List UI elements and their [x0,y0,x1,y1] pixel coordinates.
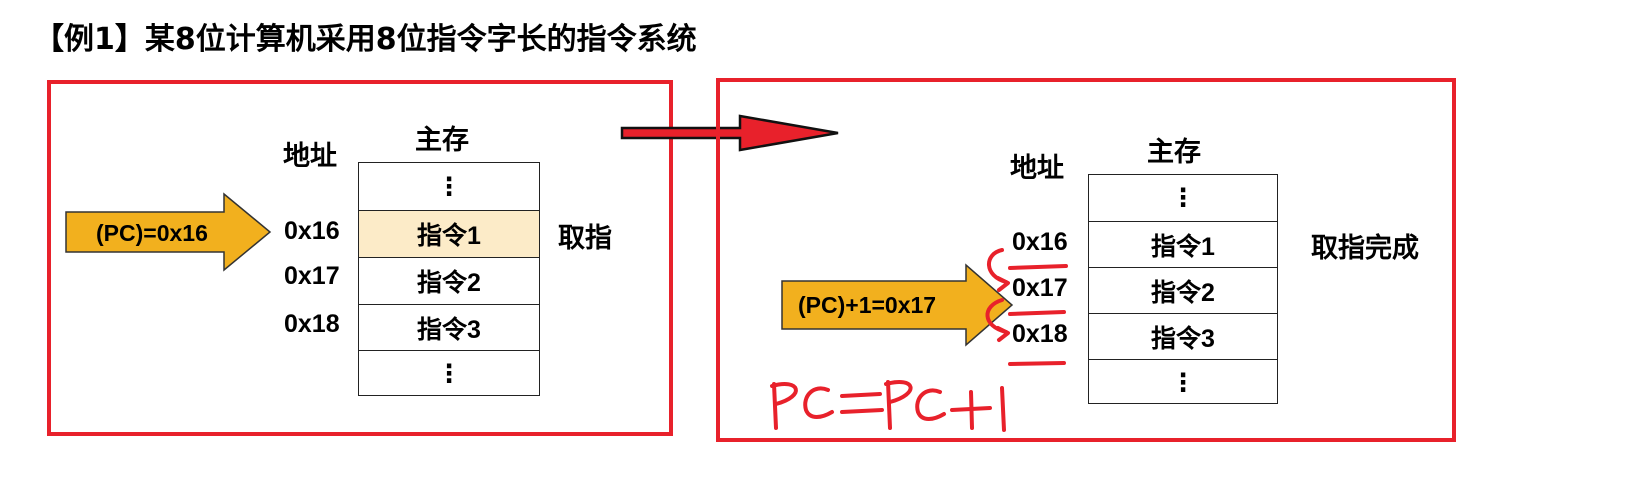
memory-cell: 指令2 [359,257,539,304]
right-fetch-done-label: 取指完成 [1311,233,1419,264]
left-pc-arrow-icon [65,192,272,272]
memory-cell-highlighted: 指令1 [359,210,539,257]
right-memory-table: ⋮ 指令1 指令2 指令3 ⋮ [1088,174,1278,404]
memory-cell: 指令3 [359,304,539,350]
right-address-0x16: 0x16 [1012,228,1068,256]
right-memory-header: 主存 [1147,137,1201,168]
right-address-0x17: 0x17 [1012,274,1068,302]
left-pc-label: (PC)=0x16 [96,220,208,246]
slide-title: 【例1】某8位计算机采用8位指令字长的指令系统 [34,22,697,57]
right-pc-arrow-icon [781,263,1014,347]
left-address-0x16: 0x16 [284,217,340,245]
left-memory-table: ⋮ 指令1 指令2 指令3 ⋮ [358,162,540,396]
left-address-0x18: 0x18 [284,310,340,338]
right-address-header: 地址 [1010,153,1064,184]
left-panel-frame [47,80,673,436]
memory-cell: 指令1 [1089,221,1277,267]
right-address-0x18: 0x18 [1012,320,1068,348]
memory-cell: ⋮ [1089,359,1277,405]
left-address-header: 地址 [283,141,337,172]
memory-cell: ⋮ [1170,184,1196,212]
right-pc-label: (PC)+1=0x17 [798,292,937,318]
left-fetch-label: 取指 [558,223,612,254]
memory-cell: 指令3 [1089,313,1277,359]
memory-cell: 指令2 [1089,267,1277,313]
left-address-0x17: 0x17 [284,262,340,290]
memory-cell: ⋮ [436,172,462,201]
right-panel-frame [716,78,1456,442]
left-memory-header: 主存 [415,125,469,156]
memory-cell: ⋮ [359,350,539,397]
